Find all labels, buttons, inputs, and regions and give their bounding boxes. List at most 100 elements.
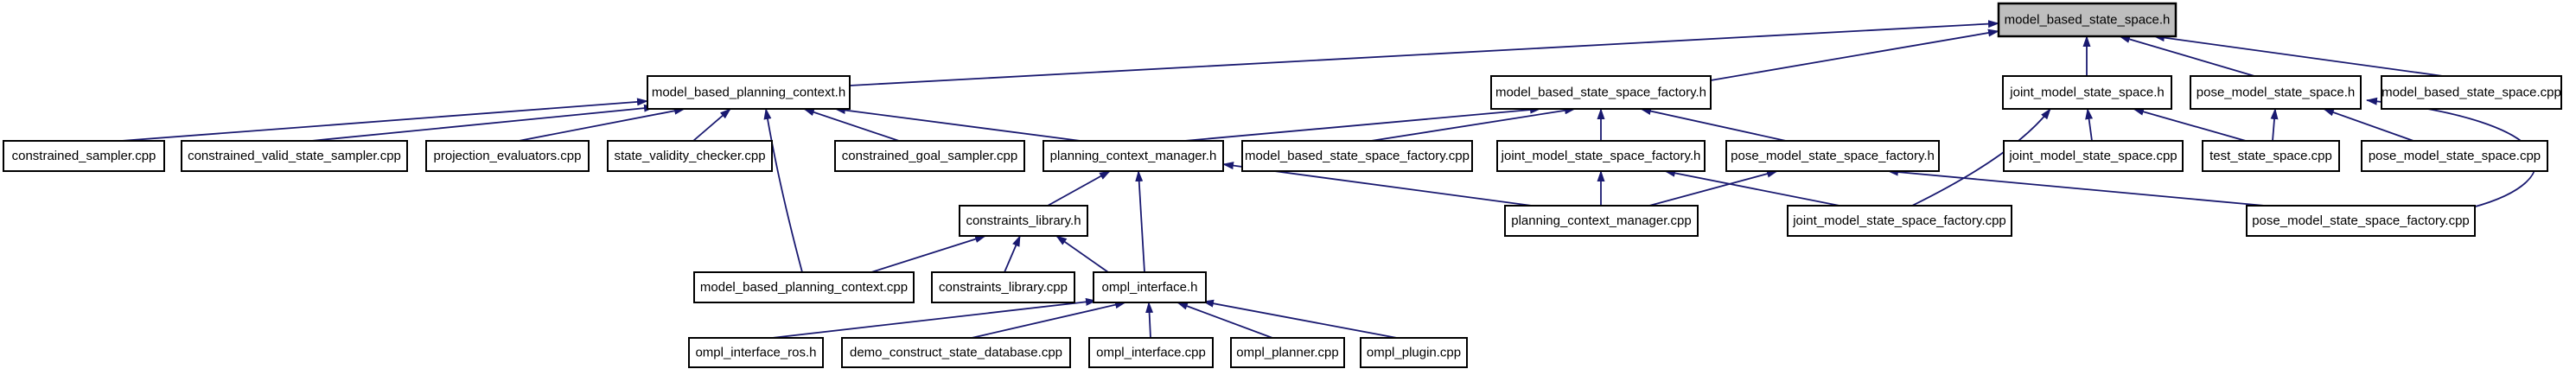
node-label-planning_context_manager.cpp: planning_context_manager.cpp [1511, 213, 1692, 228]
node-box-pose_model_state_space.h[interactable] [2190, 75, 2362, 110]
edge-pose_model_state_space.h-to-model_based_state_space.h [2119, 35, 2255, 77]
node-box-joint_model_state_space_factory.cpp[interactable] [1787, 205, 2012, 237]
node-label-state_validity_checker.cpp: state_validity_checker.cpp [614, 149, 765, 163]
node-box-ompl_interface.cpp[interactable] [1088, 337, 1214, 368]
node-box-state_validity_checker.cpp[interactable] [607, 140, 773, 172]
edge-model_based_planning_context.cpp-to-model_based_planning_context.h [763, 108, 803, 273]
node-box-constraints_library.cpp[interactable] [931, 271, 1075, 303]
node-label-joint_model_state_space.cpp: joint_model_state_space.cpp [2008, 149, 2177, 163]
edge-joint_model_state_space.cpp-to-joint_model_state_space.h [2085, 108, 2094, 142]
edge-constrained_sampler.cpp-to-model_based_planning_context.h [120, 98, 648, 142]
node-planning_context_manager.cpp[interactable]: planning_context_manager.cpp [1504, 205, 1699, 237]
node-joint_model_state_space_factory.cpp[interactable]: joint_model_state_space_factory.cpp [1787, 205, 2012, 237]
node-constrained_goal_sampler.cpp[interactable]: constrained_goal_sampler.cpp [834, 140, 1025, 172]
node-box-constraints_library.h[interactable] [959, 205, 1088, 237]
node-pose_model_state_space.cpp[interactable]: pose_model_state_space.cpp [2361, 140, 2548, 172]
node-ompl_interface.h[interactable]: ompl_interface.h [1093, 271, 1207, 303]
node-box-ompl_interface_ros.h[interactable] [688, 337, 824, 368]
node-ompl_interface.cpp[interactable]: ompl_interface.cpp [1088, 337, 1214, 368]
node-label-demo_construct_state_database.cpp: demo_construct_state_database.cpp [850, 346, 1062, 360]
node-label-ompl_planner.cpp: ompl_planner.cpp [1236, 346, 1338, 360]
edge-joint_model_state_space_factory.cpp-to-joint_model_state_space_factory.h [1664, 169, 1840, 207]
node-demo_construct_state_database.cpp[interactable]: demo_construct_state_database.cpp [841, 337, 1071, 368]
edge-model_based_planning_context.h-to-model_based_state_space.h [849, 20, 1999, 86]
node-pose_model_state_space.h[interactable]: pose_model_state_space.h [2190, 75, 2362, 110]
node-constrained_sampler.cpp[interactable]: constrained_sampler.cpp [3, 140, 165, 172]
node-box-model_based_state_space_factory.h[interactable] [1490, 75, 1712, 110]
node-box-model_based_planning_context.h[interactable] [647, 75, 851, 110]
node-box-model_based_planning_context.cpp[interactable] [693, 271, 915, 303]
edge-pose_model_state_space_factory.h-to-model_based_state_space_factory.h [1640, 107, 1787, 142]
node-label-ompl_interface.h: ompl_interface.h [1102, 280, 1198, 295]
node-projection_evaluators.cpp[interactable]: projection_evaluators.cpp [425, 140, 590, 172]
edge-ompl_interface.cpp-to-ompl_interface.h [1145, 302, 1154, 339]
node-box-pose_model_state_space.cpp[interactable] [2361, 140, 2548, 172]
node-model_based_planning_context.cpp[interactable]: model_based_planning_context.cpp [693, 271, 915, 303]
node-constraints_library.h[interactable]: constraints_library.h [959, 205, 1088, 237]
node-label-constraints_library.h: constraints_library.h [966, 213, 1081, 228]
node-test_state_space.cpp[interactable]: test_state_space.cpp [2202, 140, 2340, 172]
node-label-model_based_state_space_factory.cpp: model_based_state_space_factory.cpp [1245, 149, 1470, 163]
node-state_validity_checker.cpp[interactable]: state_validity_checker.cpp [607, 140, 773, 172]
node-pose_model_state_space_factory.cpp[interactable]: pose_model_state_space_factory.cpp [2246, 205, 2476, 237]
node-model_based_state_space_factory.h[interactable]: model_based_state_space_factory.h [1490, 75, 1712, 110]
node-box-joint_model_state_space_factory.h[interactable] [1496, 140, 1706, 172]
edge-model_based_state_space_factory.h-to-model_based_state_space.h [1710, 29, 1999, 81]
node-constraints_library.cpp[interactable]: constraints_library.cpp [931, 271, 1075, 303]
node-ompl_planner.cpp[interactable]: ompl_planner.cpp [1230, 337, 1345, 368]
node-ompl_plugin.cpp[interactable]: ompl_plugin.cpp [1360, 337, 1468, 368]
node-box-projection_evaluators.cpp[interactable] [425, 140, 590, 172]
node-pose_model_state_space_factory.h[interactable]: pose_model_state_space_factory.h [1725, 140, 1940, 172]
node-model_based_state_space.h[interactable]: model_based_state_space.h [1997, 2, 2177, 38]
node-box-test_state_space.cpp[interactable] [2202, 140, 2340, 172]
node-model_based_state_space_factory.cpp[interactable]: model_based_state_space_factory.cpp [1241, 140, 1473, 172]
edge-planning_context_manager.h-to-model_based_state_space_factory.h [1183, 105, 1541, 142]
node-label-ompl_interface_ros.h: ompl_interface_ros.h [695, 346, 816, 360]
edge-planning_context_manager.h-to-model_based_planning_context.h [834, 106, 1081, 142]
node-model_based_planning_context.h[interactable]: model_based_planning_context.h [647, 75, 851, 110]
node-box-model_based_state_space.h[interactable] [1997, 2, 2177, 38]
node-box-planning_context_manager.cpp[interactable] [1504, 205, 1699, 237]
edge-test_state_space.cpp-to-joint_model_state_space.h [2133, 107, 2247, 142]
node-box-joint_model_state_space.cpp[interactable] [2003, 140, 2184, 172]
node-box-demo_construct_state_database.cpp[interactable] [841, 337, 1071, 368]
node-joint_model_state_space_factory.h[interactable]: joint_model_state_space_factory.h [1496, 140, 1706, 172]
node-box-ompl_plugin.cpp[interactable] [1360, 337, 1468, 368]
node-constrained_valid_state_sampler.cpp[interactable]: constrained_valid_state_sampler.cpp [181, 140, 408, 172]
node-box-joint_model_state_space.h[interactable] [2002, 75, 2172, 110]
node-box-ompl_planner.cpp[interactable] [1230, 337, 1345, 368]
nodes-layer: model_based_state_space.h model_based_pla… [3, 2, 2562, 368]
node-box-pose_model_state_space_factory.h[interactable] [1725, 140, 1940, 172]
node-box-constrained_sampler.cpp[interactable] [3, 140, 165, 172]
node-planning_context_manager.h[interactable]: planning_context_manager.h [1043, 140, 1224, 172]
node-label-pose_model_state_space.cpp: pose_model_state_space.cpp [2369, 149, 2541, 163]
node-model_based_state_space.cpp[interactable]: model_based_state_space.cpp [2381, 75, 2562, 110]
node-box-constrained_goal_sampler.cpp[interactable] [834, 140, 1025, 172]
node-label-pose_model_state_space_factory.cpp: pose_model_state_space_factory.cpp [2252, 213, 2470, 228]
node-label-model_based_state_space_factory.h: model_based_state_space_factory.h [1495, 86, 1706, 100]
node-label-constraints_library.cpp: constraints_library.cpp [939, 280, 1068, 295]
node-label-model_based_state_space.h: model_based_state_space.h [2005, 13, 2171, 28]
edge-pose_model_state_space.cpp-to-pose_model_state_space.h [2323, 108, 2414, 142]
edge-demo_construct_state_database.cpp-to-ompl_interface.h [971, 301, 1126, 339]
node-box-planning_context_manager.h[interactable] [1043, 140, 1224, 172]
node-box-model_based_state_space.cpp[interactable] [2381, 75, 2562, 110]
node-label-joint_model_state_space_factory.h: joint_model_state_space_factory.h [1501, 149, 1701, 163]
node-joint_model_state_space.cpp[interactable]: joint_model_state_space.cpp [2003, 140, 2184, 172]
edge-ompl_interface.h-to-planning_context_manager.h [1135, 170, 1145, 273]
node-joint_model_state_space.h[interactable]: joint_model_state_space.h [2002, 75, 2172, 110]
node-box-constrained_valid_state_sampler.cpp[interactable] [181, 140, 408, 172]
node-ompl_interface_ros.h[interactable]: ompl_interface_ros.h [688, 337, 824, 368]
node-label-ompl_interface.cpp: ompl_interface.cpp [1096, 346, 1206, 360]
edge-model_based_state_space_factory.cpp-to-model_based_state_space_factory.h [1370, 106, 1576, 142]
node-label-pose_model_state_space.h: pose_model_state_space.h [2197, 86, 2355, 100]
node-box-model_based_state_space_factory.cpp[interactable] [1241, 140, 1473, 172]
edge-model_based_state_space.cpp-to-model_based_state_space.h [2153, 34, 2444, 77]
edge-constraints_library.cpp-to-constraints_library.h [1004, 235, 1021, 273]
node-box-ompl_interface.h[interactable] [1093, 271, 1207, 303]
node-label-joint_model_state_space.h: joint_model_state_space.h [2009, 86, 2164, 100]
node-box-pose_model_state_space_factory.cpp[interactable] [2246, 205, 2476, 237]
edge-state_validity_checker.cpp-to-model_based_planning_context.h [692, 108, 731, 142]
